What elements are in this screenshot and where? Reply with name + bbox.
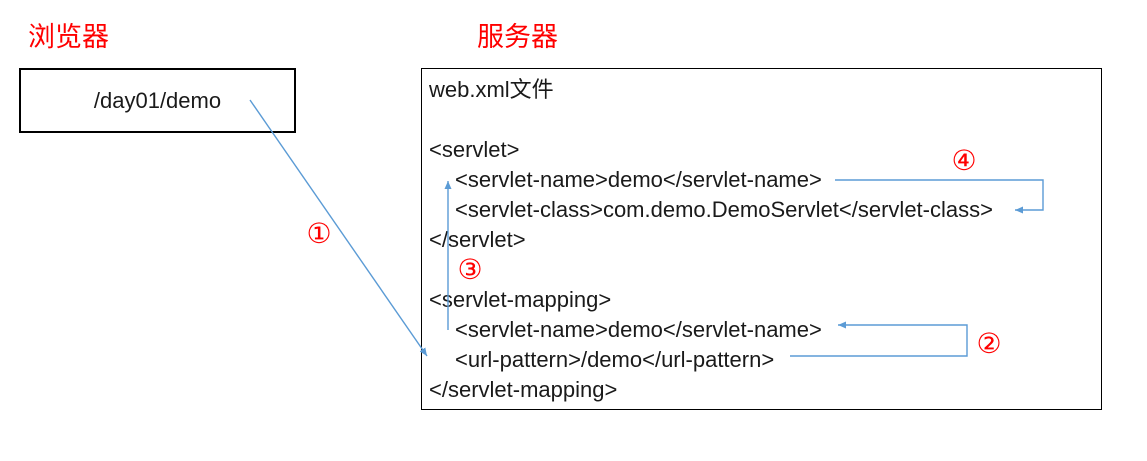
code-line-url-pattern: <url-pattern>/demo</url-pattern> [455, 347, 775, 372]
step-marker-2: ② [976, 327, 1002, 360]
webxml-code-block: <servlet> <servlet-name>demo</servlet-na… [429, 135, 993, 405]
arrow-1-request-to-url-pattern [249, 99, 428, 357]
code-line-servlet-class: <servlet-class>com.demo.DemoServlet</ser… [455, 197, 993, 222]
webxml-file-label: web.xml文件 [429, 77, 554, 102]
code-line-servlet-mapping-close: </servlet-mapping> [429, 377, 618, 402]
step-marker-3: ③ [457, 253, 483, 286]
code-line-servlet-mapping-open: <servlet-mapping> [429, 287, 612, 312]
server-title: 服务器 [477, 22, 558, 53]
code-line-servlet-name: <servlet-name>demo</servlet-name> [455, 167, 822, 192]
browser-title: 浏览器 [28, 22, 109, 53]
request-url-text: /day01/demo [93, 87, 222, 113]
code-line-mapping-servlet-name: <servlet-name>demo</servlet-name> [455, 317, 822, 342]
step-marker-1: ① [306, 217, 332, 250]
browser-box: /day01/demo [19, 68, 296, 133]
step-marker-4: ④ [951, 144, 977, 177]
code-line-servlet-open: <servlet> [429, 137, 520, 162]
code-line-servlet-close: </servlet> [429, 227, 526, 252]
